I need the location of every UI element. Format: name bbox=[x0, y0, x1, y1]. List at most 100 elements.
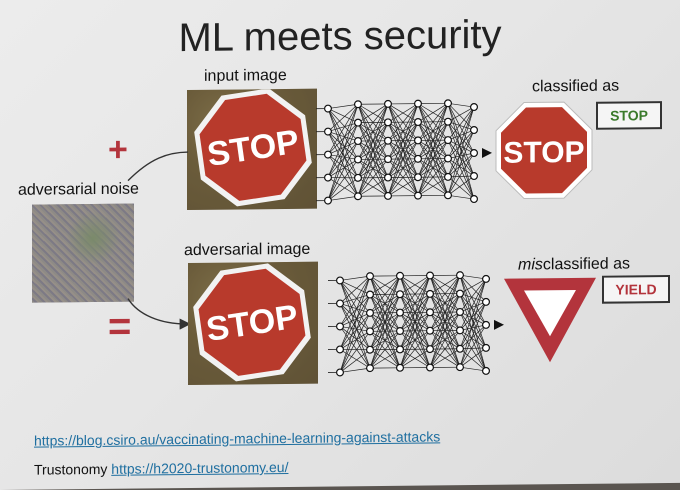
nn-edge bbox=[327, 177, 359, 201]
nn-node bbox=[413, 99, 422, 108]
nn-edge bbox=[339, 275, 371, 327]
nn-edge bbox=[369, 275, 401, 295]
nn-edge bbox=[369, 330, 401, 369]
nn-edge bbox=[339, 294, 371, 304]
nn-node bbox=[336, 299, 345, 308]
nn-edge bbox=[387, 103, 419, 160]
nn-edge bbox=[447, 129, 475, 196]
nn-edge bbox=[417, 176, 449, 196]
nn-edge bbox=[429, 275, 461, 368]
nn-node bbox=[395, 327, 404, 336]
nn-edge bbox=[387, 121, 419, 197]
nn-edge bbox=[339, 294, 371, 327]
adversarial-image: STOP bbox=[188, 261, 318, 386]
nn-edge bbox=[339, 349, 371, 373]
nn-edge bbox=[447, 106, 475, 141]
nn-node bbox=[470, 103, 479, 112]
nn-edge bbox=[339, 326, 371, 369]
nn-node bbox=[470, 172, 479, 181]
nn-node bbox=[383, 173, 392, 182]
stop-output-text: STOP bbox=[503, 136, 584, 170]
nn-edge bbox=[429, 275, 461, 331]
nn-edge bbox=[369, 275, 401, 314]
nn-edge bbox=[417, 139, 449, 196]
nn-node bbox=[383, 155, 392, 164]
nn-edge bbox=[369, 275, 401, 350]
nn-node bbox=[365, 272, 374, 281]
nn-edge bbox=[339, 326, 371, 332]
nn-edge bbox=[339, 303, 371, 350]
nn-edge bbox=[327, 177, 359, 197]
nn-node bbox=[444, 136, 453, 145]
nn-edge bbox=[339, 331, 371, 373]
nn-node bbox=[365, 327, 374, 336]
nn-edge bbox=[369, 294, 401, 369]
nn-edge bbox=[339, 275, 371, 350]
nn-edge bbox=[459, 311, 487, 349]
nn-node bbox=[395, 308, 404, 317]
yield-sign bbox=[504, 277, 596, 363]
nn-edge bbox=[459, 311, 487, 326]
nn-edge bbox=[447, 152, 475, 178]
nn-node bbox=[482, 297, 491, 306]
nn-edge bbox=[417, 103, 449, 178]
nn-edge bbox=[417, 103, 449, 196]
nn-edge bbox=[447, 129, 475, 141]
nn-edge bbox=[429, 274, 461, 295]
nn-edge bbox=[327, 140, 359, 178]
nn-edge bbox=[357, 177, 389, 197]
nn-edge bbox=[399, 275, 431, 368]
nn-edge bbox=[387, 103, 419, 197]
nn-edge bbox=[447, 194, 475, 200]
nn-edge bbox=[387, 103, 419, 123]
nn-node bbox=[353, 137, 362, 146]
nn-edge bbox=[327, 103, 359, 109]
nn-node bbox=[444, 154, 453, 163]
nn-edge bbox=[447, 121, 475, 131]
nn-edge bbox=[447, 103, 475, 177]
nn-edge bbox=[357, 140, 389, 197]
nn-node bbox=[413, 118, 422, 127]
nn-edge bbox=[327, 131, 359, 160]
nn-edge bbox=[387, 103, 419, 178]
nn-edge bbox=[459, 278, 487, 313]
nn-node bbox=[336, 368, 345, 377]
nn-node bbox=[444, 191, 453, 200]
nn-edge bbox=[447, 129, 475, 178]
nn-node bbox=[425, 345, 434, 354]
nn-edge bbox=[339, 349, 371, 369]
nn-edge bbox=[399, 293, 431, 368]
nn-edge bbox=[447, 103, 475, 131]
nn-edge bbox=[327, 131, 359, 142]
nn-edge bbox=[387, 158, 419, 197]
nn-edge bbox=[357, 103, 389, 123]
nn-edge bbox=[327, 154, 359, 179]
nn-edge bbox=[399, 275, 431, 295]
nn-edge bbox=[339, 303, 371, 332]
nn-edge bbox=[327, 104, 359, 201]
nn-node bbox=[482, 274, 491, 283]
nn-node bbox=[456, 271, 465, 280]
nn-node bbox=[395, 271, 404, 280]
nn-edge bbox=[387, 176, 419, 197]
nn-edge bbox=[387, 103, 419, 141]
nn-edge bbox=[447, 121, 475, 154]
nn-edge bbox=[327, 131, 359, 197]
nn-edge bbox=[327, 122, 359, 132]
nn-node bbox=[365, 364, 374, 373]
nn-output-arrow bbox=[482, 147, 492, 158]
nn-edge bbox=[339, 276, 371, 373]
trustonomy-link[interactable]: https://h2020-trustonomy.eu/ bbox=[111, 458, 289, 477]
nn-edge bbox=[339, 331, 371, 350]
nn-edge bbox=[327, 122, 359, 178]
nn-edge bbox=[429, 275, 461, 350]
nn-edge bbox=[327, 154, 359, 197]
nn-node bbox=[413, 136, 422, 145]
nn-node bbox=[353, 100, 362, 109]
nn-edge bbox=[459, 293, 487, 303]
nn-edge bbox=[459, 275, 487, 326]
nn-edge bbox=[447, 106, 475, 196]
nn-edge bbox=[399, 275, 431, 313]
